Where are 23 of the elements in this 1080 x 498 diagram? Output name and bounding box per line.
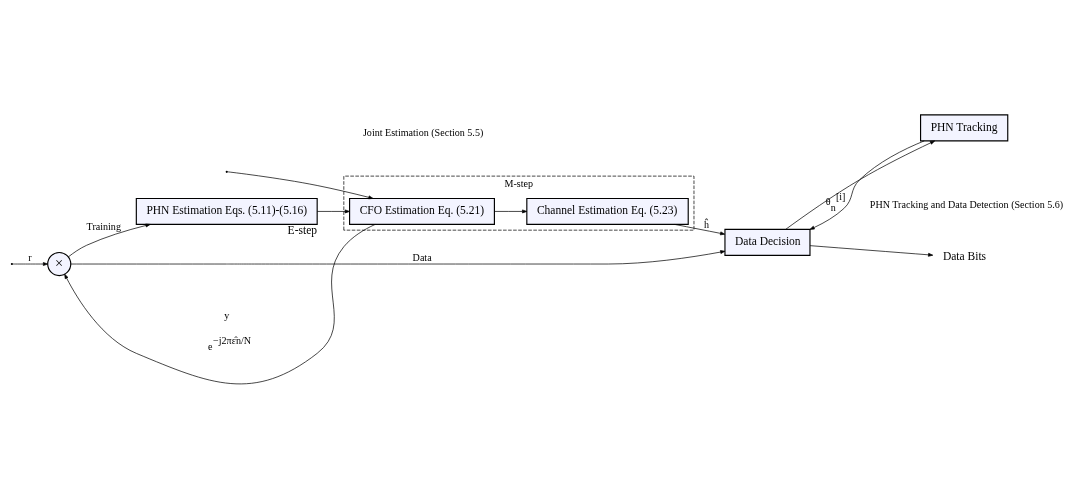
label: y [224,309,230,321]
node-box: PHN Tracking [920,113,1009,141]
arrow [785,140,936,230]
arrow [227,170,374,199]
node-label: E-step [287,223,318,236]
arrow [70,249,726,264]
edge-label: ĥ [704,218,710,230]
arrow [674,223,726,235]
arrow [64,223,376,384]
arrow [494,209,528,213]
label: Joint Estimation (Section 5.5) [362,126,484,138]
edge-label: r [28,251,32,263]
arrow [809,140,925,230]
arrow [68,223,151,257]
edge-label: Training [86,220,121,232]
arrow [809,244,934,257]
node-box: Data Decision [724,228,811,256]
arrow [316,209,350,213]
node-box: Channel Estimation Eq. (5.23) [526,197,689,225]
label: PHN Tracking and Data Detection (Section 5.6) [869,198,1064,210]
node-circle: × [47,251,72,276]
edge-label: Data [412,251,432,263]
node-text: Data Bits [942,249,987,262]
